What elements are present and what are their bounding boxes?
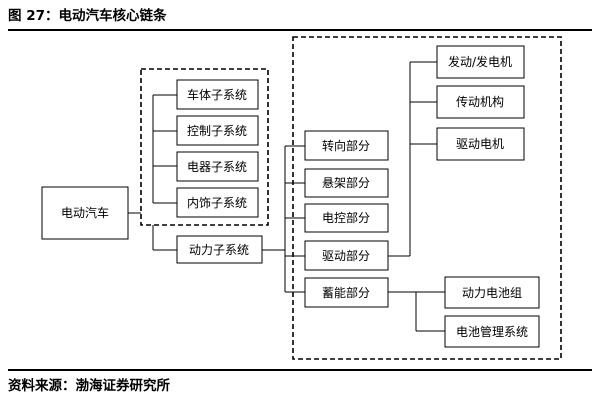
node-drive-motor-label: 驱动电机 <box>456 137 504 151</box>
node-engine-generator-label: 发动/发电机 <box>448 54 512 69</box>
parts-group-dashed-border <box>292 36 562 360</box>
node-energy-storage-part: 蓄能部分 <box>304 277 389 308</box>
node-bms-label: 电池管理系统 <box>456 324 528 339</box>
node-transmission: 传动机构 <box>436 85 525 119</box>
node-steering-part-label: 转向部分 <box>322 138 370 153</box>
node-electronic-control-part-label: 电控部分 <box>322 210 370 225</box>
node-suspension-part: 悬架部分 <box>304 168 389 198</box>
node-body-subsystem: 车体子系统 <box>176 79 259 110</box>
node-battery-pack-label: 动力电池组 <box>462 286 522 300</box>
node-drive-motor: 驱动电机 <box>436 127 525 161</box>
node-powertrain-subsystem: 动力子系统 <box>176 235 263 264</box>
node-electrical-subsystem-label: 电器子系统 <box>187 160 247 174</box>
node-interior-subsystem: 内饰子系统 <box>176 187 259 218</box>
node-energy-storage-part-label: 蓄能部分 <box>322 285 370 300</box>
node-control-subsystem-label: 控制子系统 <box>187 124 247 138</box>
figure-title: 图 27：电动汽车核心链条 <box>8 8 167 24</box>
title-rule <box>8 29 592 31</box>
body-group-dashed-border <box>140 68 269 226</box>
node-drive-part: 驱动部分 <box>304 240 389 271</box>
source-note: 资料来源：渤海证券研究所 <box>8 378 170 394</box>
node-bms: 电池管理系统 <box>444 315 540 348</box>
node-transmission-label: 传动机构 <box>456 94 504 109</box>
node-interior-subsystem-label: 内饰子系统 <box>187 196 247 210</box>
node-engine-generator: 发动/发电机 <box>436 45 525 79</box>
node-drive-part-label: 驱动部分 <box>322 248 370 263</box>
source-rule <box>8 369 592 371</box>
node-electronic-control-part: 电控部分 <box>304 203 389 233</box>
node-root: 电动汽车 <box>41 186 129 240</box>
node-steering-part: 转向部分 <box>304 130 389 161</box>
node-powertrain-subsystem-label: 动力子系统 <box>189 243 249 257</box>
node-battery-pack: 动力电池组 <box>444 276 540 309</box>
node-root-label: 电动汽车 <box>61 205 109 220</box>
connector-lines <box>128 61 445 332</box>
node-electrical-subsystem: 电器子系统 <box>176 151 259 182</box>
node-suspension-part-label: 悬架部分 <box>322 175 370 190</box>
node-body-subsystem-label: 车体子系统 <box>187 87 247 102</box>
node-control-subsystem: 控制子系统 <box>176 115 259 146</box>
